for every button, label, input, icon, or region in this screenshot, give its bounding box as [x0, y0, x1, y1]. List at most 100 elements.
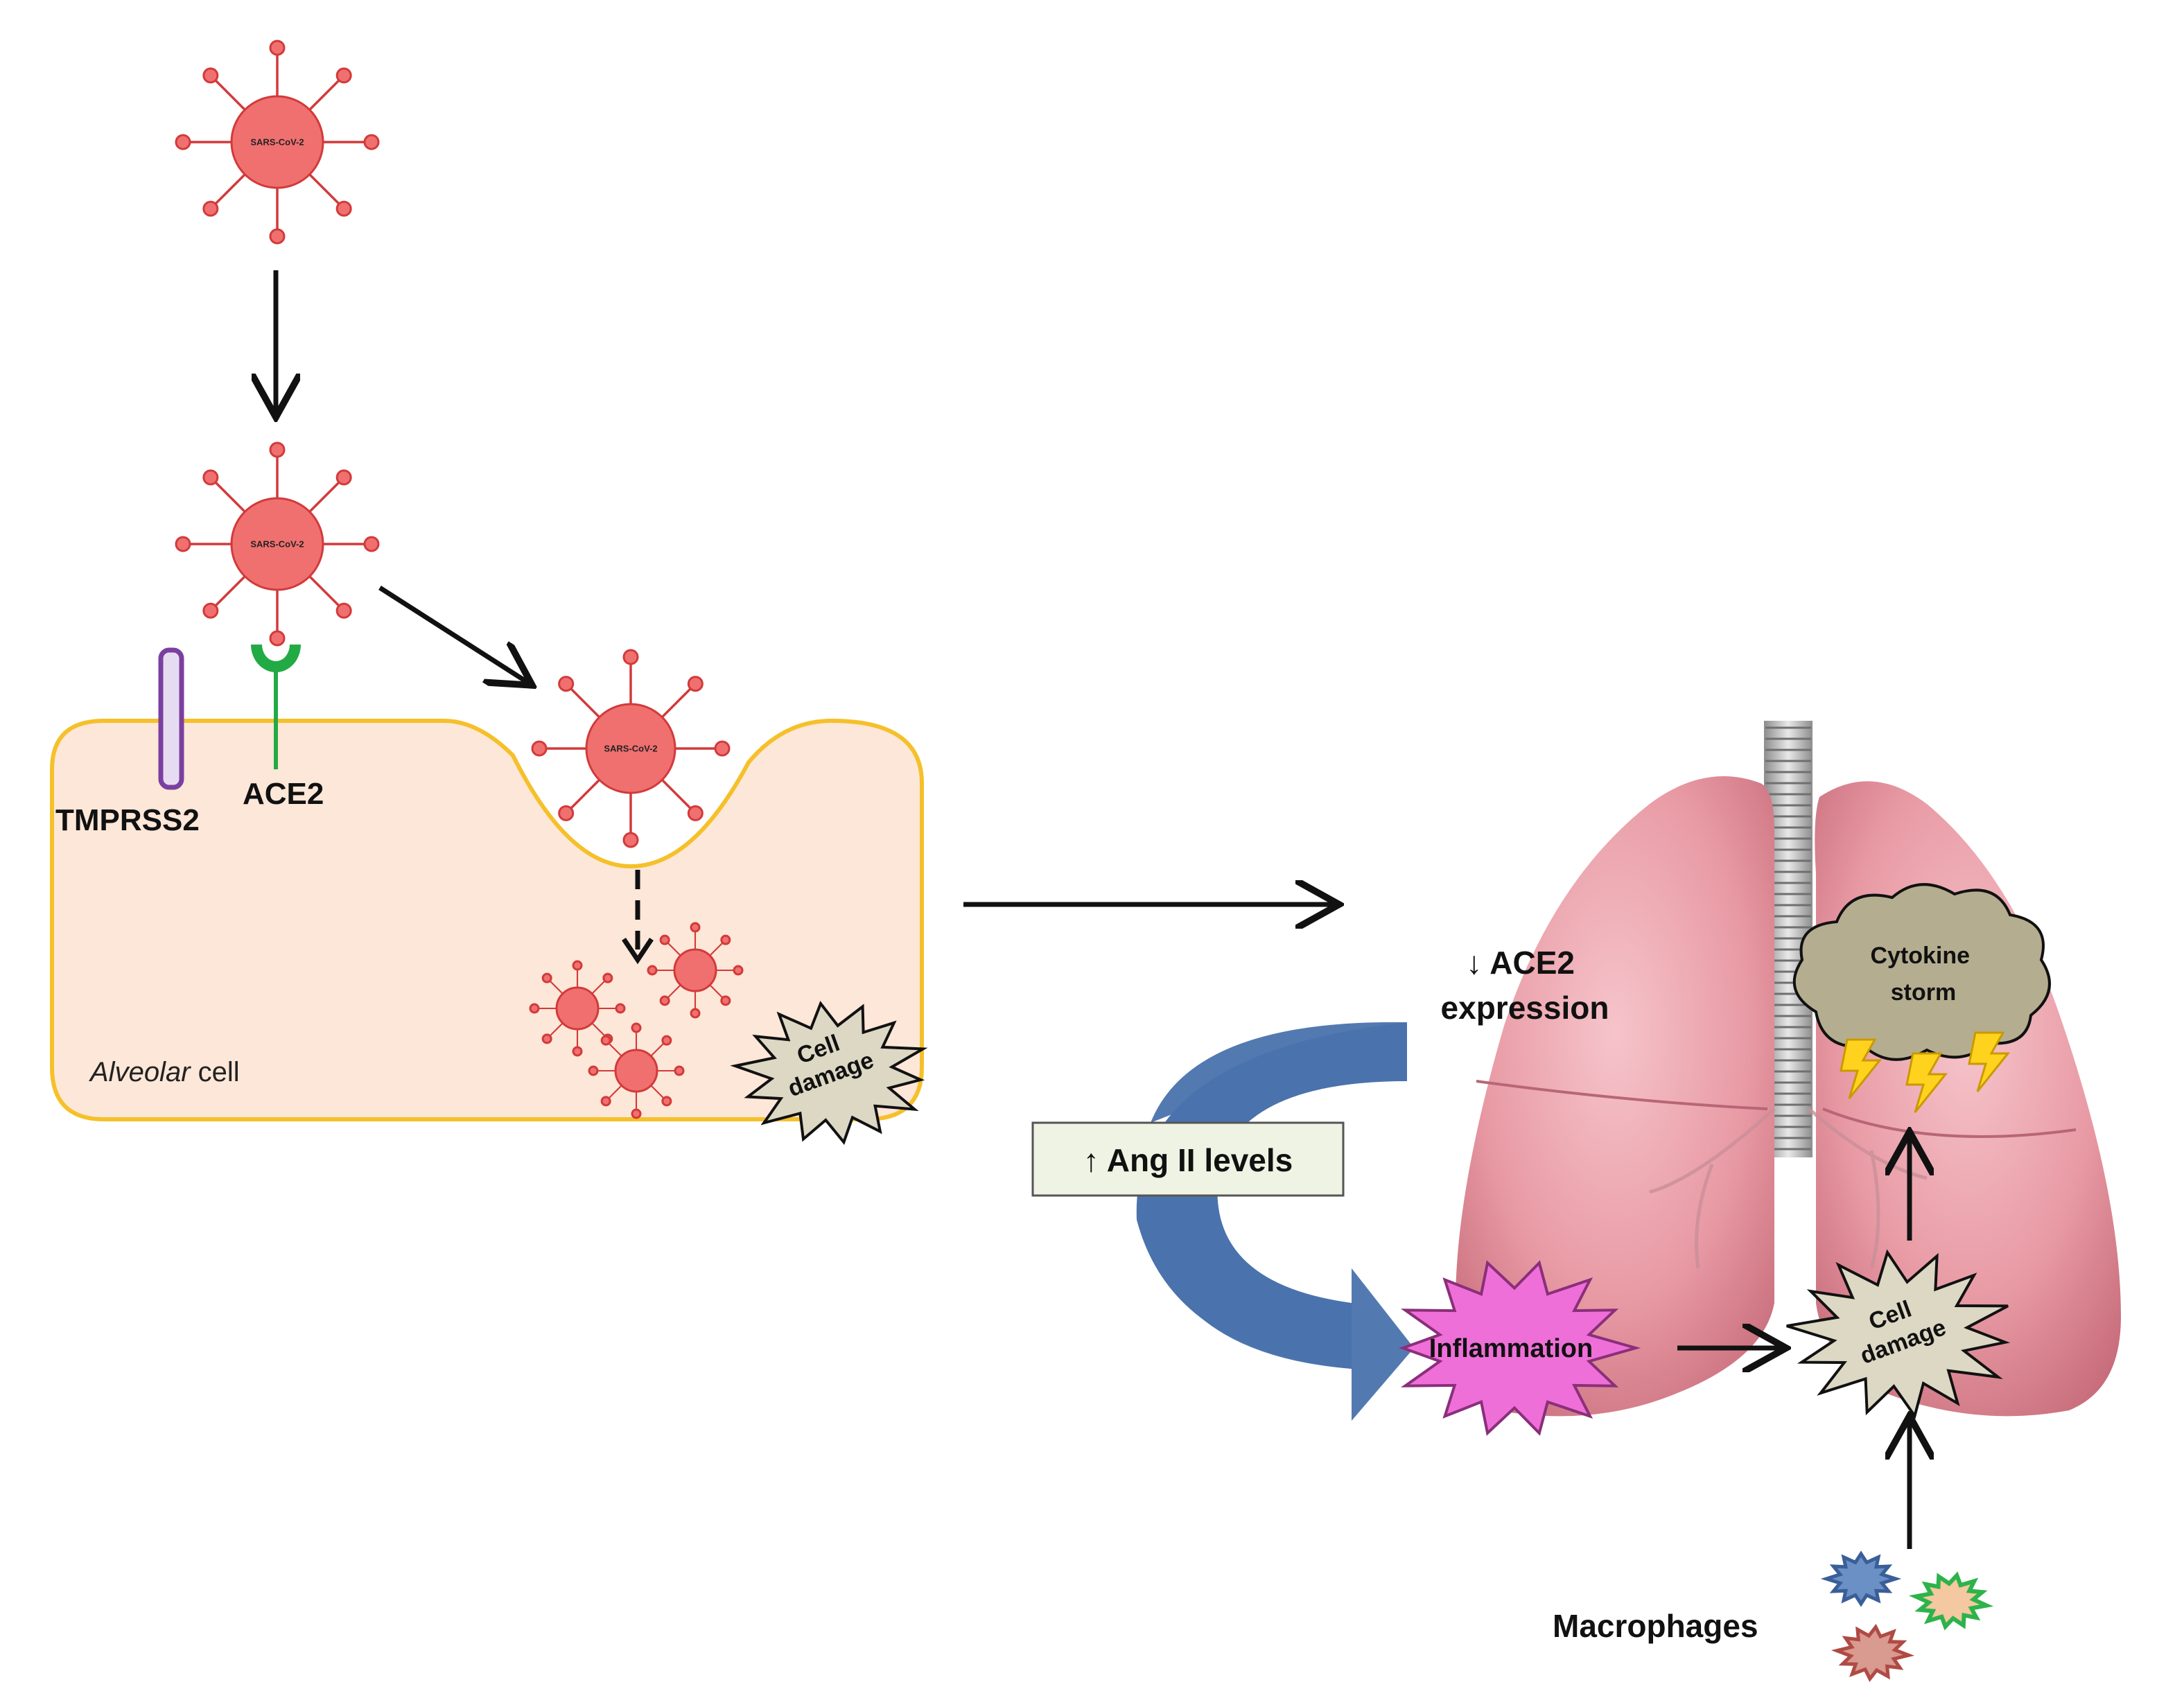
virus-spike-knob — [631, 1108, 642, 1119]
virus-spike-knob — [572, 960, 583, 971]
cell-damage-burst-left: Cell damage — [730, 1000, 928, 1146]
virus-binding: SARS-CoV-2 — [175, 441, 380, 647]
virus-spike — [308, 173, 345, 210]
tmprss2-label: TMPRSS2 — [55, 803, 200, 837]
virus-spike — [209, 575, 246, 612]
virus-label: SARS-CoV-2 — [250, 137, 304, 148]
macrophage-blue — [1820, 1550, 1902, 1607]
virion-small-2 — [647, 922, 744, 1019]
virus-spike-knob — [631, 1022, 642, 1033]
virus-body — [230, 497, 324, 591]
virion-small-1 — [529, 960, 626, 1057]
lightning-bolts — [1840, 1031, 2011, 1113]
tmprss2-protein — [158, 647, 184, 790]
virus-spike-knob — [363, 536, 380, 552]
ace2-expression-label: ↓ ACE2 expression — [1441, 945, 1609, 1026]
virus-spike-knob — [269, 630, 286, 647]
lightning-icon — [1840, 1038, 1882, 1099]
svg-text:Cytokine storm: Cytokine storm — [1870, 943, 1976, 1006]
virus-spike-knob — [687, 676, 704, 692]
virus-spike-knob — [335, 67, 352, 84]
virus-spike-knob — [602, 972, 613, 983]
bronchi — [1649, 1108, 1928, 1269]
virus-spike-knob — [541, 972, 552, 983]
lightning-icon — [1905, 1052, 1948, 1113]
virus-spike-knob — [558, 676, 575, 692]
virus-spike-knob — [529, 1003, 540, 1014]
virus-spike — [308, 74, 345, 111]
virus-spike-knob — [690, 1008, 701, 1019]
ang-ii-box — [1031, 1121, 1345, 1197]
virus-spike-knob — [687, 805, 704, 821]
cell-damage-burst-right: Cell damage — [1786, 1249, 2011, 1419]
virus-spike-knob — [202, 469, 219, 486]
virus-spike-knob — [269, 228, 286, 245]
macrophage-green — [1908, 1571, 1994, 1631]
arrow-internalization-head — [622, 938, 654, 965]
virus-spike-knob — [615, 1003, 626, 1014]
virus-spike — [209, 74, 246, 111]
svg-text:Cell damage: Cell damage — [1847, 1287, 1950, 1369]
virus-spike-knob — [363, 134, 380, 150]
cytokine-storm-cloud: Cytokine storm — [1792, 883, 2051, 1061]
virion-small-3 — [588, 1022, 685, 1119]
macrophages-label: Macrophages — [1553, 1608, 1758, 1644]
virus-spike-knob — [335, 469, 352, 486]
virus-spike-knob — [622, 832, 639, 848]
virus-spike-knob — [674, 1065, 685, 1076]
virus-spike-knob — [269, 441, 286, 458]
alveolar-cell-label: Alveolar cell — [89, 1057, 240, 1087]
virus-spike-knob — [720, 995, 731, 1006]
virus-spike — [209, 476, 246, 513]
macrophage-brown — [1831, 1624, 1915, 1682]
virus-spike — [308, 575, 345, 612]
virus-spike-knob — [714, 740, 731, 757]
inflammation-burst: Inflammation — [1399, 1260, 1641, 1436]
virus-entering: SARS-CoV-2 — [531, 649, 731, 848]
virus-body — [230, 95, 324, 189]
virus-label: SARS-CoV-2 — [604, 744, 657, 754]
ace2-label: ACE2 — [243, 777, 324, 811]
virus-body — [614, 1049, 658, 1093]
virus-spike-knob — [588, 1065, 599, 1076]
virus-spike-knob — [541, 1033, 552, 1044]
virus-spike-knob — [531, 740, 548, 757]
virus-spike-knob — [572, 1046, 583, 1057]
virus-spike-knob — [202, 200, 219, 217]
virus-spike — [308, 476, 345, 513]
virus-spike-knob — [690, 922, 701, 933]
virus-spike-knob — [720, 934, 731, 945]
curved-arrow-ang-ii-body — [1136, 1022, 1407, 1369]
virus-spike-knob — [558, 805, 575, 821]
virus-spike-knob — [175, 536, 191, 552]
virus-spike-knob — [175, 134, 191, 150]
virus-spike-knob — [335, 200, 352, 217]
virus-spike-knob — [600, 1035, 611, 1046]
arrow-to-entry — [378, 586, 528, 683]
virus-body — [673, 948, 717, 992]
virus-spike-knob — [335, 602, 352, 619]
virus-spike-knob — [269, 40, 286, 56]
virus-spike — [209, 173, 246, 210]
virus-spike-knob — [661, 1096, 672, 1107]
virus-spike-knob — [622, 649, 639, 665]
virus-spike-knob — [733, 965, 744, 976]
virus-body — [585, 703, 676, 794]
virus-body — [555, 986, 600, 1031]
virus-spike-knob — [659, 934, 670, 945]
lung-fissure-left — [1476, 1080, 1768, 1110]
ace2-receptor-cup — [251, 645, 301, 672]
virus-top: SARS-CoV-2 — [175, 40, 380, 245]
ang-ii-label: ↑ Ang II levels — [1083, 1142, 1293, 1178]
virus-label: SARS-CoV-2 — [250, 539, 304, 550]
virus-spike-knob — [202, 602, 219, 619]
svg-text:Inflammation: Inflammation — [1429, 1334, 1593, 1363]
alveolar-cell — [50, 718, 924, 1121]
virus-spike-knob — [659, 995, 670, 1006]
virus-spike-knob — [661, 1035, 672, 1046]
virus-spike-knob — [600, 1096, 611, 1107]
virus-spike-knob — [647, 965, 658, 976]
lightning-icon — [1968, 1031, 2011, 1092]
